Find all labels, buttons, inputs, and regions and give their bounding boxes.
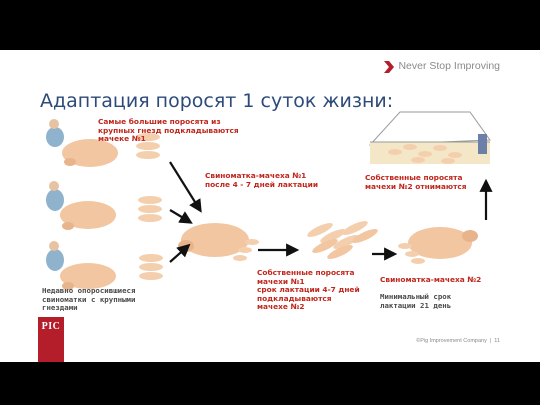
label-sow-1-line-1: Свиноматка-мачеха №1: [205, 171, 307, 180]
tagline: Never Stop Improving: [384, 60, 500, 73]
label-sow-1-line-2: после 4 - 7 дней лактации: [205, 179, 318, 189]
label-min-line-2: лактации 21 день: [380, 300, 452, 310]
label-large-piglets-line-1: Самые большие поросята из: [98, 117, 221, 126]
page-number: 11: [494, 338, 500, 344]
label-own-sow1-line-3: срок лактации 4-7 дней: [257, 285, 360, 295]
farmer-row-2: [46, 181, 162, 230]
label-large-piglets: Самые большие поросята из крупных гнезд …: [98, 117, 239, 144]
arrow-large-to-sow1: [169, 161, 202, 213]
label-recent-line-1: Недавно опоросившиеся: [42, 286, 136, 295]
label-weaned-line-2: мачехи №2 отнимаются: [365, 181, 467, 191]
arrow-row2-to-sow1: [169, 209, 193, 224]
piglets-group-drawing: [307, 221, 378, 259]
pic-logo: PIC: [38, 317, 64, 362]
slide: Never Stop Improving Адаптация поросят 1…: [0, 50, 540, 362]
label-recent-line-3: гнездами: [42, 303, 78, 313]
label-own-sow1-line-4: подкладываются: [257, 293, 332, 303]
footer: ©Pig Improvement Company|11: [416, 338, 500, 344]
label-large-piglets-line-2: крупных гнезд подкладываются: [98, 125, 239, 135]
sow-1-drawing: [178, 223, 259, 261]
pic-logo-text: PIC: [41, 321, 61, 332]
label-own-piglets-sow-1: Собственные поросята мачехи №1 срок лакт…: [257, 268, 360, 312]
label-sow-2-line-1: Свиноматка-мачеха №2: [380, 275, 482, 284]
label-recent-farrowed: Недавно опоросившиеся свиноматки с крупн…: [42, 286, 136, 313]
sow-2-drawing: [398, 227, 478, 264]
label-min-lactation: Минимальный срок лактации 21 день: [380, 292, 452, 310]
label-own-piglets-weaned: Собственные поросята мачехи №2 отнимаютс…: [365, 173, 467, 191]
label-sow-1: Свиноматка-мачеха №1 после 4 - 7 дней ла…: [205, 171, 318, 189]
farmer-row-3: [46, 241, 163, 290]
tagline-text: Never Stop Improving: [398, 60, 500, 72]
label-own-sow1-line-1: Собственные поросята: [257, 268, 355, 277]
footer-company: ©Pig Improvement Company: [416, 338, 487, 344]
chevron-logo-icon: [384, 61, 395, 73]
label-sow-2: Свиноматка-мачеха №2: [380, 275, 482, 285]
diagram-illustration: [46, 111, 493, 290]
label-weaned-line-1: Собственные поросята: [365, 173, 463, 182]
farmer-row-1: [46, 119, 160, 167]
label-recent-line-2: свиноматки с крупными: [42, 294, 136, 304]
arrow-row3-to-sow1: [169, 243, 191, 263]
barn-drawing: [368, 111, 491, 164]
footer-separator: |: [489, 338, 492, 344]
page-title: Адаптация поросят 1 суток жизни:: [40, 90, 394, 112]
label-large-piglets-line-3: мачеке №1: [98, 134, 146, 144]
label-own-sow1-line-5: мачехе №2: [257, 302, 305, 312]
label-own-sow1-line-2: мачехи №1: [257, 276, 305, 286]
label-min-line-1: Минимальный срок: [380, 292, 452, 301]
